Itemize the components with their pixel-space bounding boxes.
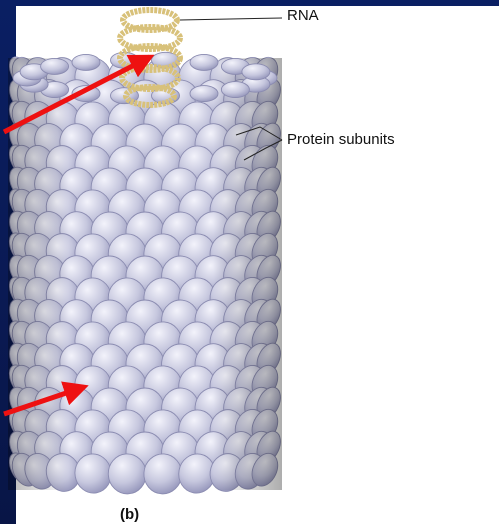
protein-subunit-rim bbox=[190, 54, 218, 70]
protein-subunit-rim bbox=[242, 64, 270, 80]
rna-label: RNA bbox=[287, 7, 319, 25]
protein-subunit-rim bbox=[221, 82, 249, 98]
capsid-shading bbox=[8, 58, 282, 490]
protein-subunits-label: Protein subunits bbox=[287, 131, 395, 149]
protein-subunit-rim bbox=[72, 54, 100, 70]
protein-subunit-rim bbox=[190, 86, 218, 102]
figure-caption: (b) bbox=[120, 506, 139, 524]
protein-capsid bbox=[5, 52, 285, 496]
rna-leader-line bbox=[180, 18, 282, 20]
protein-subunit-rim bbox=[41, 58, 69, 74]
